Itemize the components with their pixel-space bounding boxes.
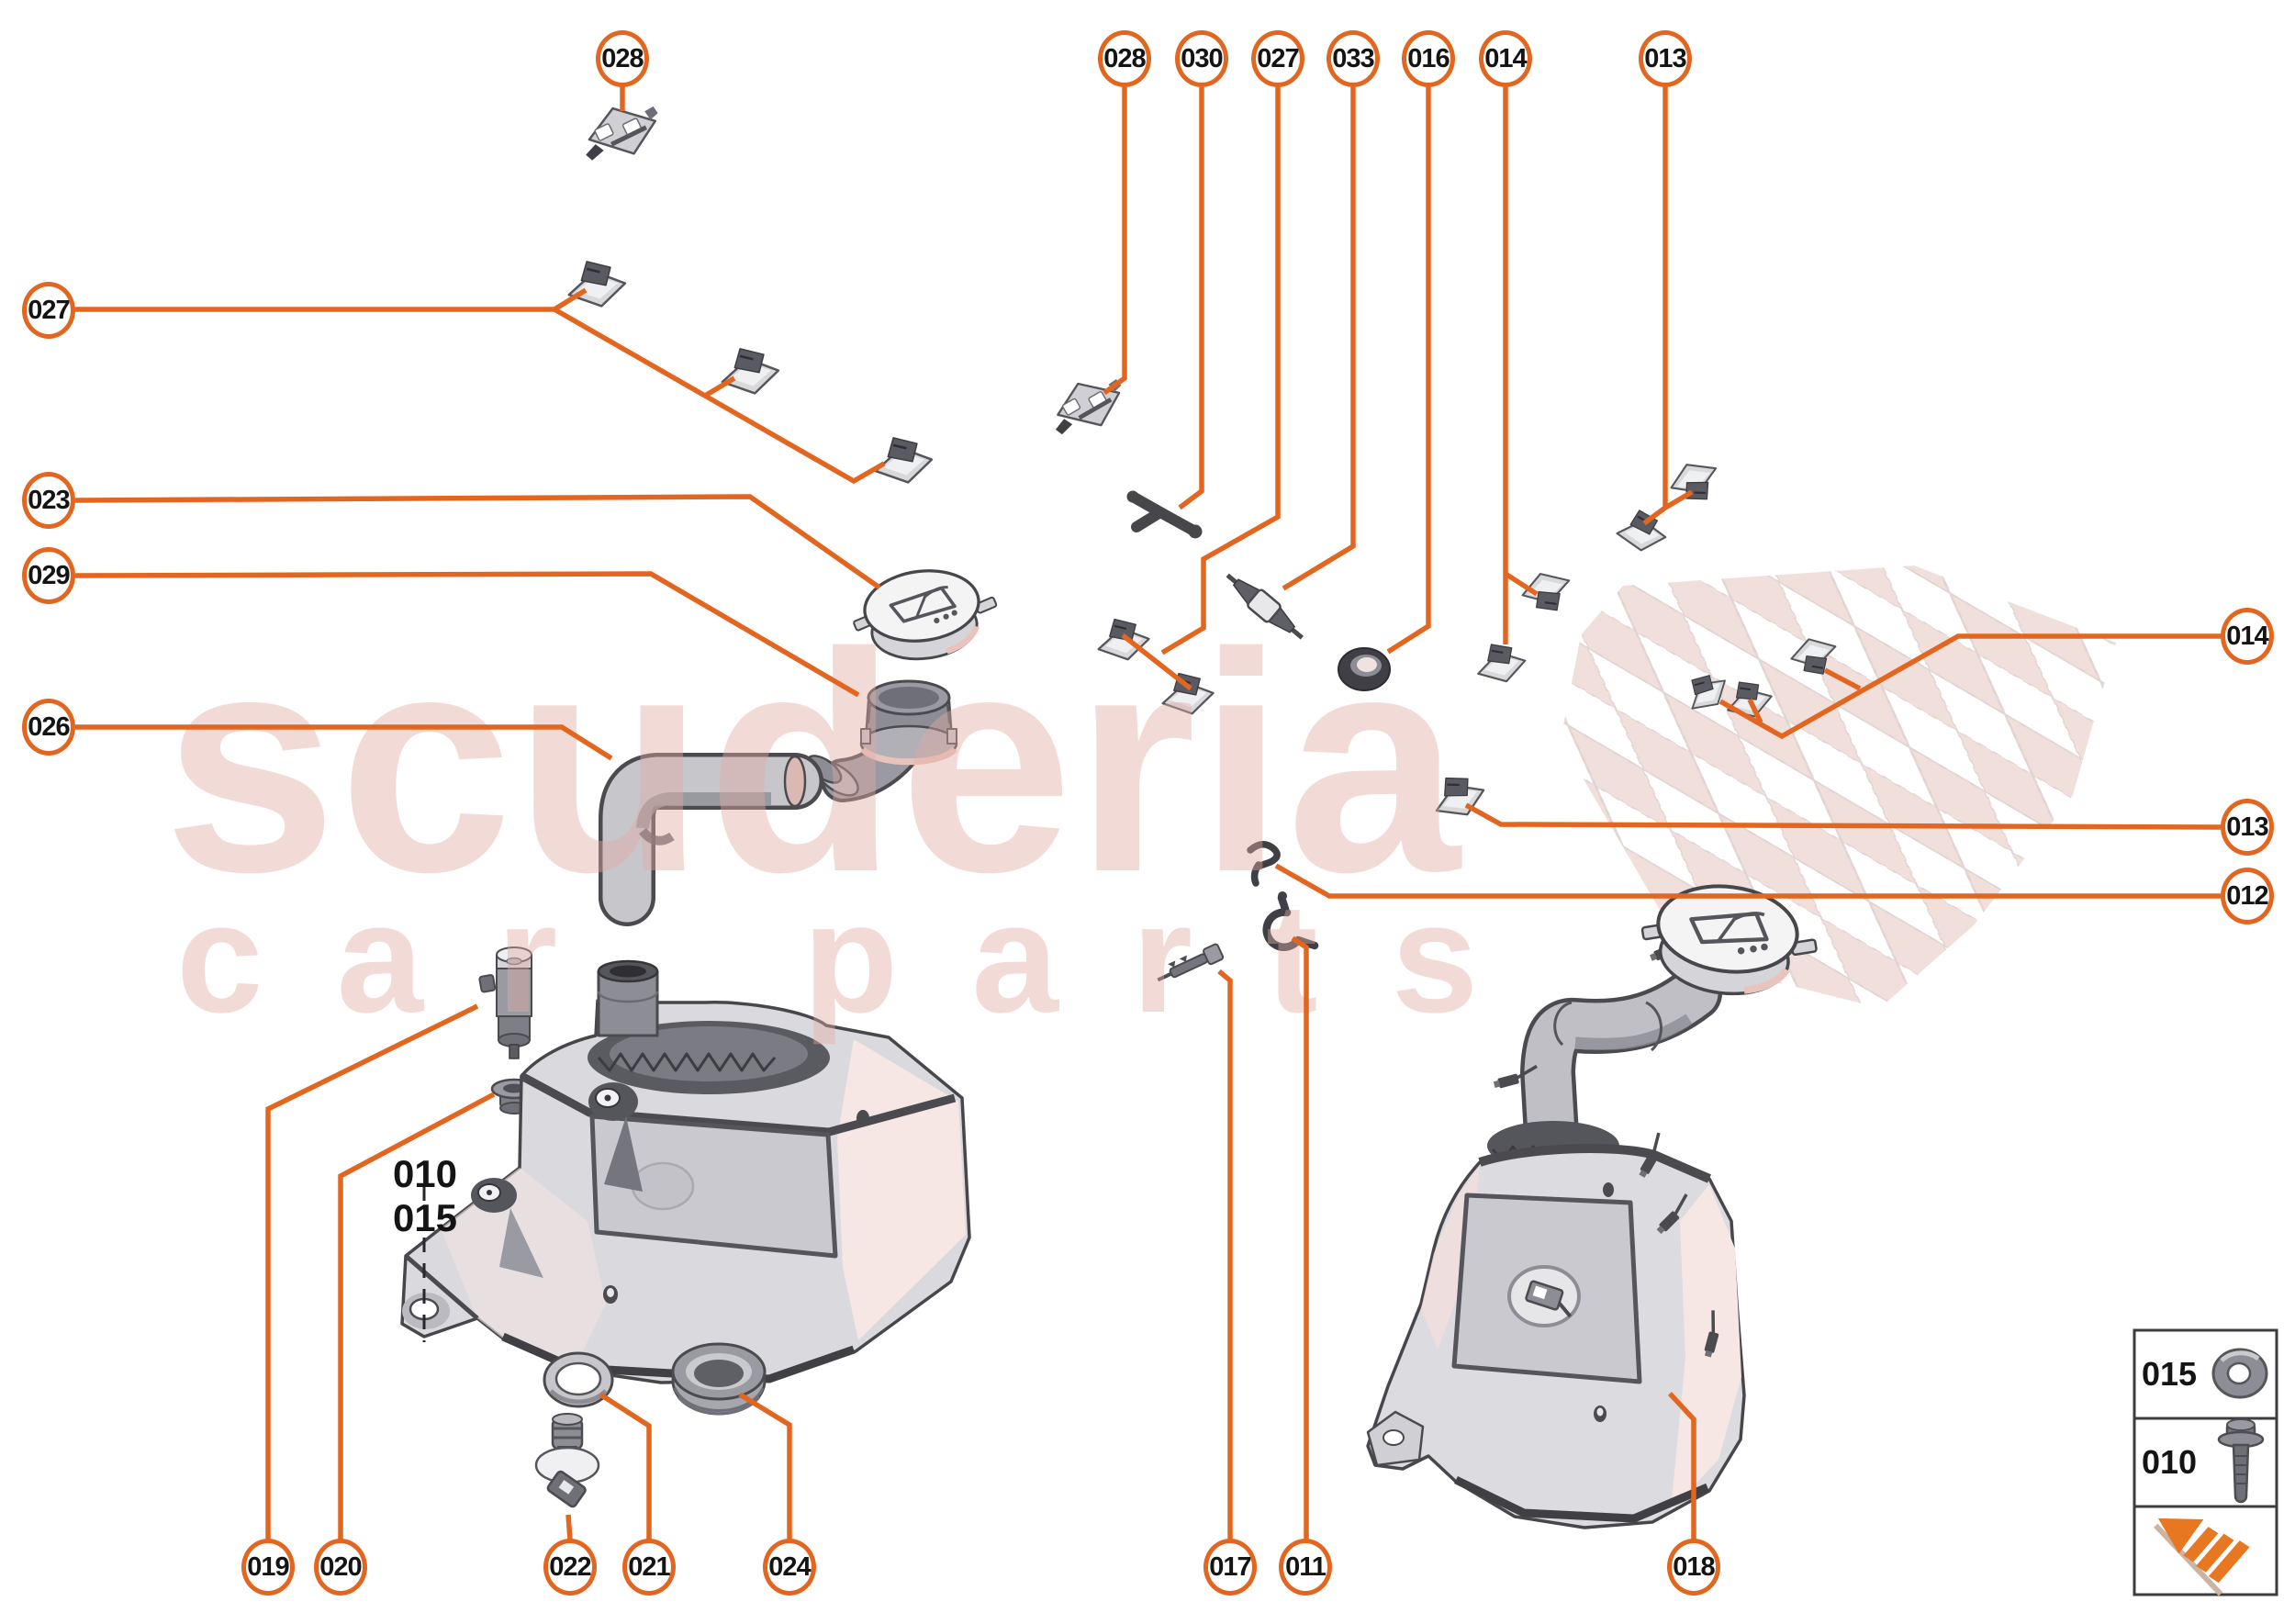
hook-clip-part — [1247, 841, 1281, 887]
callout-011-bottom[interactable]: 011 — [1279, 1539, 1332, 1596]
callout-012-right[interactable]: 012 — [2221, 868, 2274, 924]
legend-washer-label: 015 — [2142, 1355, 2197, 1393]
hose-connector-part — [1157, 943, 1225, 982]
callout-027-top[interactable]: 027 — [1251, 30, 1304, 87]
callout-033-top[interactable]: 033 — [1327, 30, 1380, 87]
callout-017-bottom[interactable]: 017 — [1203, 1539, 1257, 1596]
inline-label-washer: 015 — [393, 1196, 457, 1239]
checkered-flag-watermark — [1561, 566, 2116, 1008]
legend-box — [2133, 1328, 2278, 1596]
legend-bolt-label: 010 — [2142, 1443, 2197, 1481]
callout-014-right[interactable]: 014 — [2221, 608, 2274, 665]
callout-029-left[interactable]: 029 — [22, 547, 75, 604]
callout-028-topleft[interactable]: 028 — [596, 30, 649, 87]
inline-label-bolt: 010 — [393, 1152, 457, 1195]
clip-part — [1472, 638, 1529, 688]
ring-grommet-part — [1338, 647, 1391, 691]
bracket-part-028-topleft — [580, 102, 664, 161]
filler-pipe-left — [599, 753, 823, 926]
callout-026-left[interactable]: 026 — [22, 699, 75, 756]
flange-bolt-icon — [2217, 1418, 2265, 1504]
callout-019-bottom[interactable]: 019 — [241, 1539, 295, 1596]
callout-021-bottom[interactable]: 021 — [622, 1539, 676, 1596]
y-hose-part — [1126, 490, 1203, 539]
callout-014-top[interactable]: 014 — [1479, 30, 1532, 87]
callout-016-top[interactable]: 016 — [1402, 30, 1455, 87]
washer-icon — [2211, 1348, 2268, 1399]
clip-part — [565, 256, 629, 311]
callout-020-bottom[interactable]: 020 — [314, 1539, 367, 1596]
clip-part — [718, 343, 782, 398]
washer-tank-left — [400, 959, 971, 1384]
callout-013-top[interactable]: 013 — [1639, 30, 1692, 87]
parts-layer — [400, 102, 1842, 1529]
clip-part — [871, 432, 935, 487]
callout-023-left[interactable]: 023 — [22, 472, 75, 529]
check-valve-part — [1226, 573, 1304, 640]
scuderia-arrow-logo-icon — [2154, 1518, 2250, 1596]
washer-tank-right — [1366, 933, 1746, 1529]
callout-018-bottom[interactable]: 018 — [1667, 1539, 1720, 1596]
callout-030-top[interactable]: 030 — [1175, 30, 1228, 87]
callout-013-right[interactable]: 013 — [2221, 799, 2274, 856]
watermark: scuderia car parts — [163, 588, 1551, 1046]
callout-024-bottom[interactable]: 024 — [763, 1539, 816, 1596]
callout-027-left[interactable]: 027 — [22, 282, 75, 339]
leader-lines — [74, 85, 2222, 1541]
watermark-line1: scuderia — [163, 588, 1462, 937]
clip-part — [1517, 567, 1576, 618]
washer-pump-part — [478, 946, 532, 1059]
level-sensor-part — [534, 1413, 600, 1508]
watermark-line2: car parts — [176, 871, 1551, 1046]
callout-028-top[interactable]: 028 — [1098, 30, 1151, 87]
spring-clamp-part — [1262, 891, 1319, 951]
filler-neck-part — [806, 679, 958, 802]
clip-part — [1614, 506, 1671, 555]
callout-022-bottom[interactable]: 022 — [543, 1539, 597, 1596]
